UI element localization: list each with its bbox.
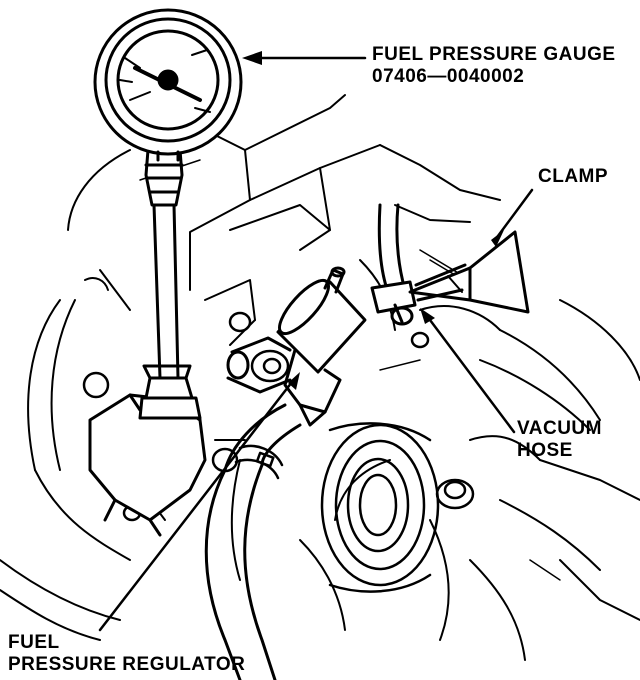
fuel-pressure-regulator-label: FUEL PRESSURE REGULATOR bbox=[8, 632, 245, 676]
gauge-label-part-number: 07406—0040002 bbox=[372, 66, 525, 87]
gauge-label-name: FUEL PRESSURE GAUGE bbox=[372, 44, 616, 65]
vacuum-hose bbox=[370, 203, 417, 326]
fuel-pressure-gauge bbox=[93, 8, 243, 162]
regulator-label-line1: FUEL bbox=[8, 632, 60, 653]
pinch-clamp bbox=[408, 230, 530, 314]
vacuum-hose-label: VACUUM HOSE bbox=[517, 418, 602, 462]
regulator-label-line2: PRESSURE REGULATOR bbox=[8, 654, 246, 675]
diaphragm-canister bbox=[320, 422, 440, 593]
clamp-label-text: CLAMP bbox=[538, 166, 609, 187]
vacuum-label-line2: HOSE bbox=[517, 440, 573, 461]
clamp-label: CLAMP bbox=[538, 166, 608, 188]
vacuum-label-line1: VACUUM bbox=[517, 418, 602, 439]
leader-lines bbox=[98, 56, 534, 632]
arrow-heads bbox=[242, 51, 504, 390]
fuel-pressure-gauge-label: FUEL PRESSURE GAUGE 07406—0040002 bbox=[372, 44, 616, 88]
hose-clamp bbox=[234, 444, 284, 480]
engine-background bbox=[0, 94, 640, 661]
fuel-pressure-regulator bbox=[226, 266, 367, 427]
